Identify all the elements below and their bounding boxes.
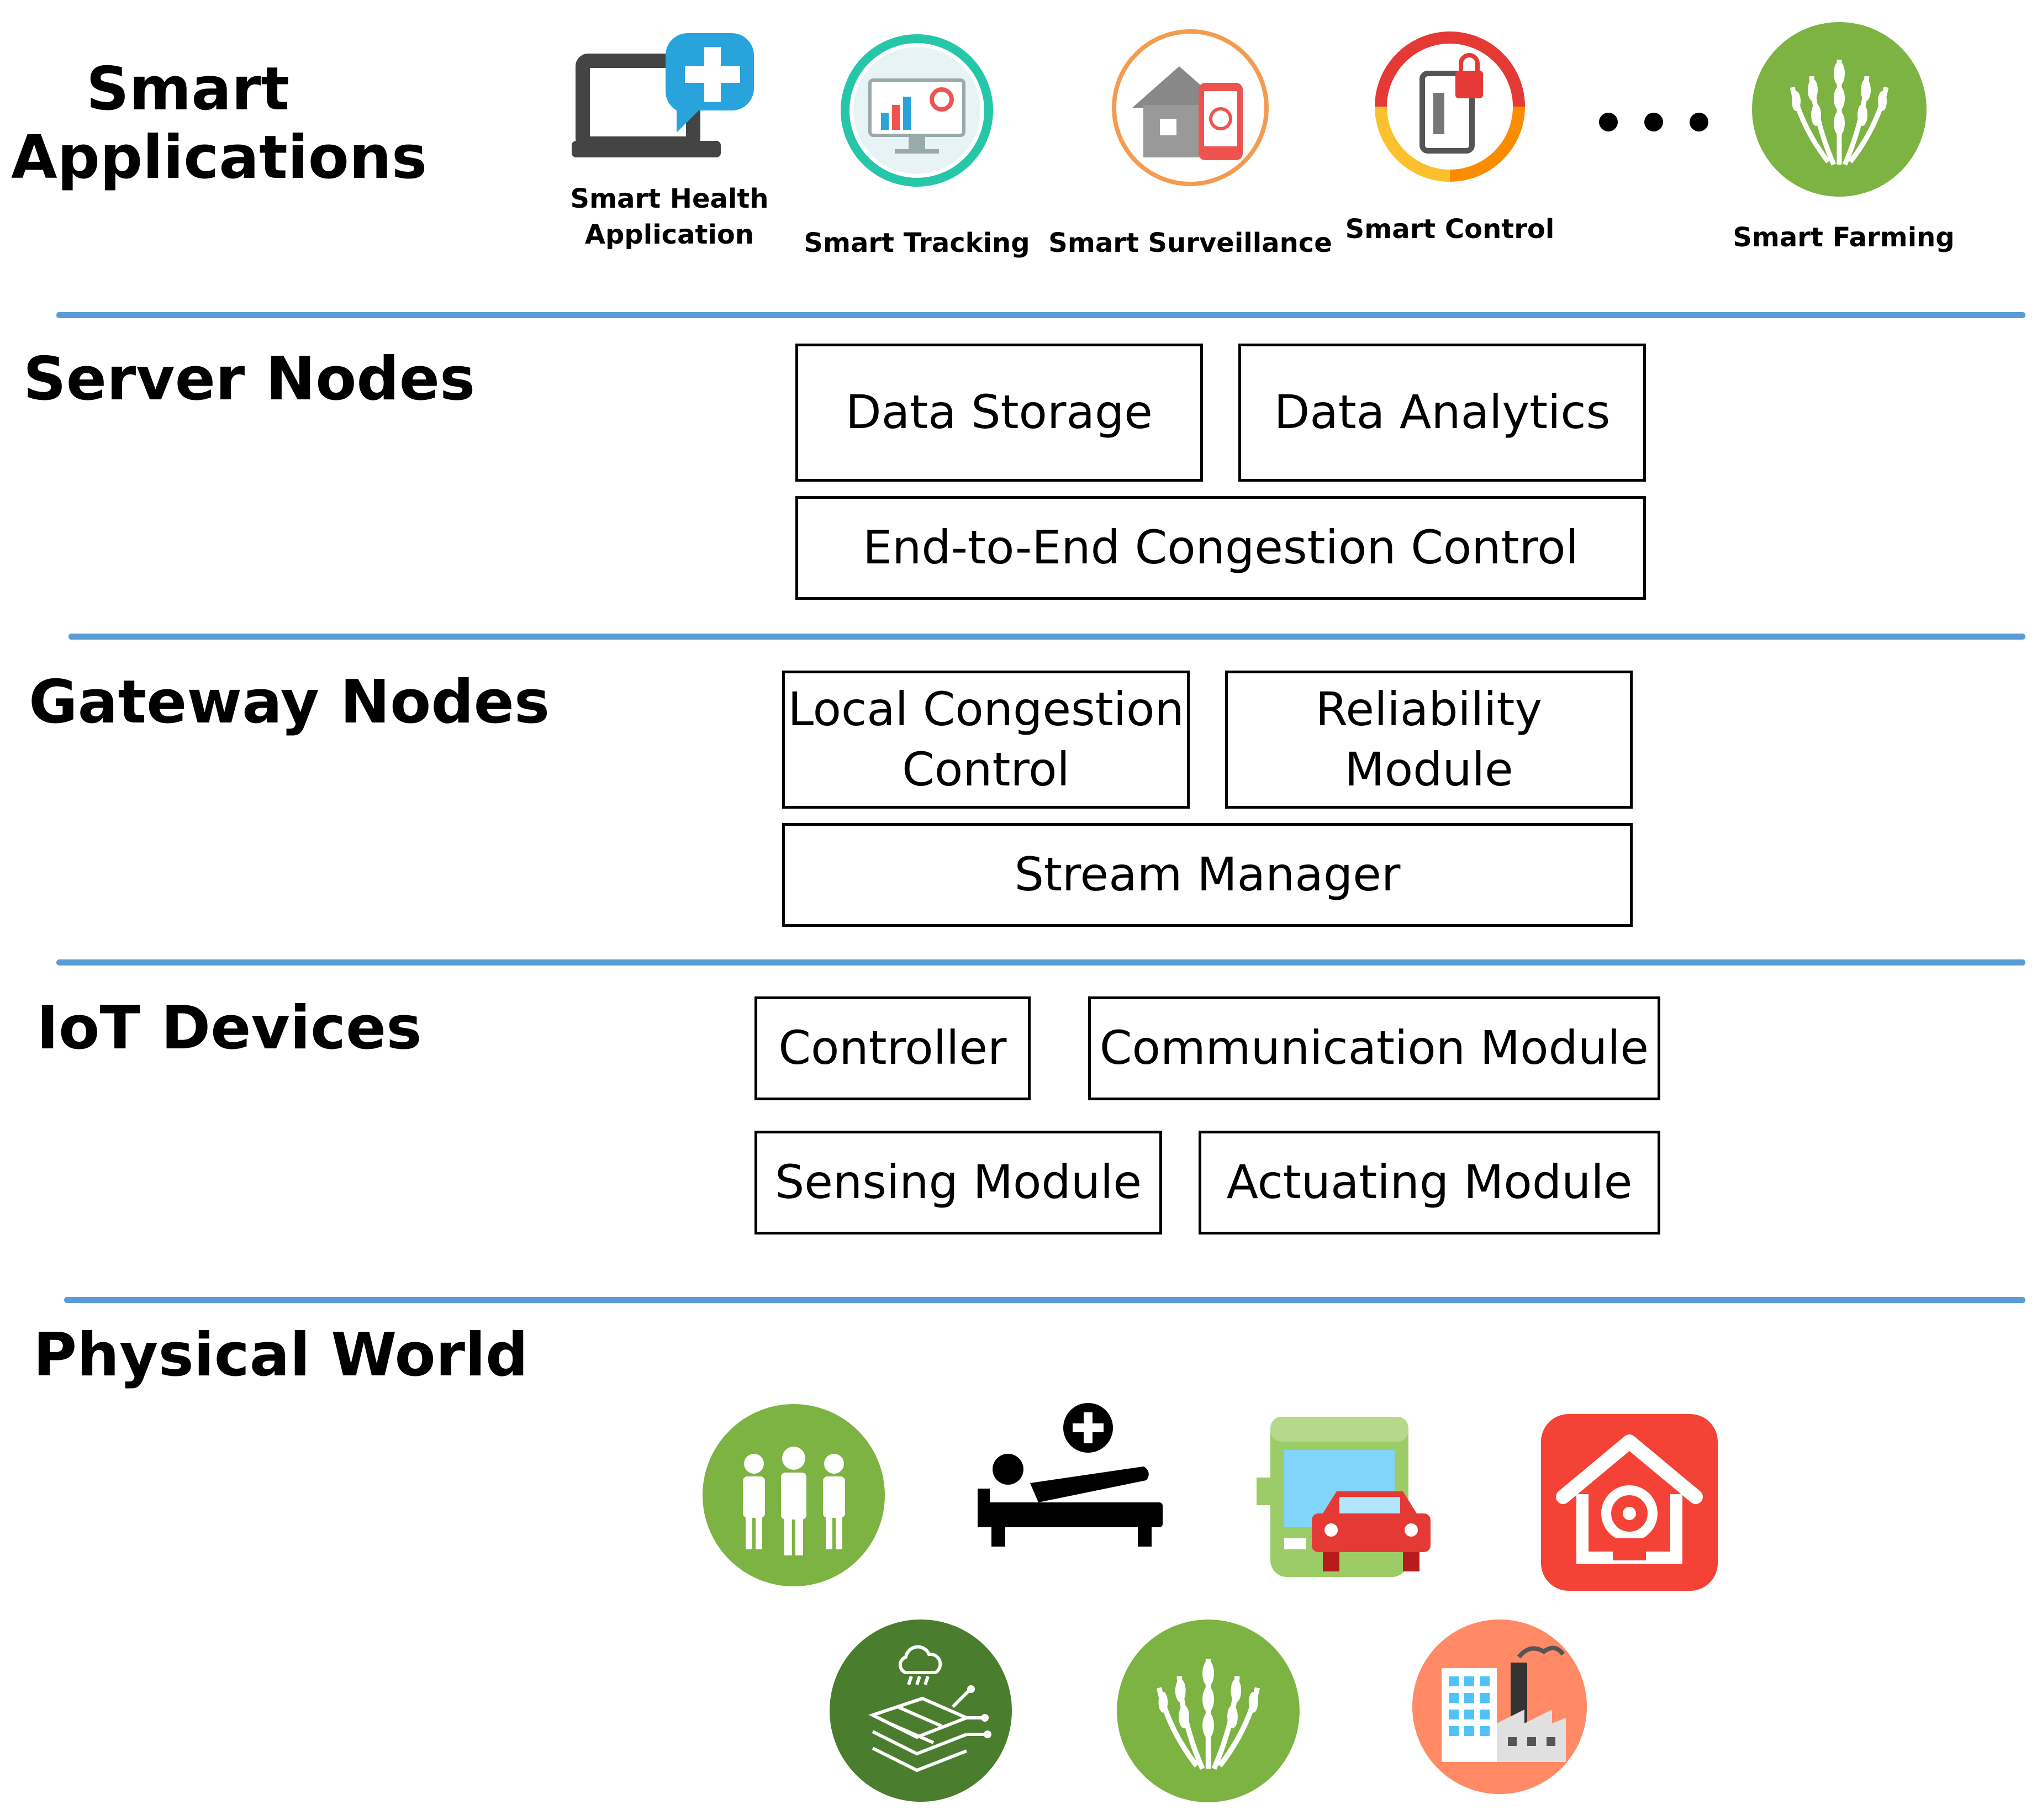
layer-title-server-nodes: Server Nodes bbox=[23, 345, 476, 414]
box-line: Control bbox=[902, 742, 1070, 796]
wheat-icon bbox=[1116, 1618, 1301, 1803]
ellipsis-dot bbox=[1599, 113, 1618, 131]
app-label: Smart Surveillance bbox=[1048, 228, 1332, 259]
app-smart-surveillance: Smart Surveillance bbox=[1048, 225, 1332, 261]
box-data-analytics: Data Analytics bbox=[1238, 344, 1646, 482]
layer-title-physical-world: Physical World bbox=[33, 1321, 529, 1390]
box-local-congestion-control: Local Congestion Control bbox=[782, 671, 1190, 809]
wheat-icon bbox=[1751, 21, 1928, 198]
box-stream-manager: Stream Manager bbox=[782, 823, 1633, 927]
ellipsis-dot bbox=[1690, 113, 1708, 131]
box-reliability-module: Reliability Module bbox=[1225, 671, 1633, 809]
box-line: Reliability bbox=[1315, 682, 1543, 736]
app-label: Smart Tracking bbox=[804, 228, 1030, 259]
app-label: Application bbox=[584, 219, 754, 250]
monitor-dashboard-icon bbox=[837, 30, 997, 191]
smart-lock-icon bbox=[1364, 21, 1535, 192]
app-smart-farming: Smart Farming bbox=[1717, 220, 1971, 256]
layer-divider bbox=[68, 634, 2025, 640]
ellipsis-dot bbox=[1644, 113, 1663, 131]
app-smart-health: Smart Health Application bbox=[542, 181, 796, 253]
app-label: Smart Health bbox=[570, 183, 769, 214]
smart-field-icon bbox=[828, 1618, 1014, 1803]
factory-icon bbox=[1411, 1618, 1588, 1795]
box-communication-module: Communication Module bbox=[1088, 996, 1660, 1100]
layer-title-iot-devices: IoT Devices bbox=[36, 994, 422, 1063]
layer-divider bbox=[56, 959, 2025, 966]
patient-bed-icon bbox=[978, 1400, 1165, 1566]
app-smart-control: Smart Control bbox=[1323, 212, 1577, 247]
box-actuating-module: Actuating Module bbox=[1199, 1131, 1660, 1235]
laptop-medical-icon bbox=[572, 22, 759, 166]
layer-title-smart-applications: Smart Applications bbox=[11, 55, 428, 193]
bus-car-icon bbox=[1254, 1417, 1436, 1599]
app-smart-tracking: Smart Tracking bbox=[790, 225, 1044, 261]
layer-title-line: Smart bbox=[86, 55, 290, 124]
smart-home-icon bbox=[1541, 1414, 1718, 1591]
layer-title-line: Applications bbox=[11, 123, 428, 193]
more-ellipsis bbox=[1599, 113, 1708, 131]
layer-divider bbox=[64, 1297, 2025, 1303]
box-end-to-end-congestion-control: End-to-End Congestion Control bbox=[795, 496, 1646, 600]
house-phone-icon bbox=[1107, 25, 1273, 191]
app-label: Smart Control bbox=[1345, 214, 1555, 245]
box-line: Module bbox=[1344, 742, 1513, 796]
layer-divider bbox=[56, 312, 2025, 318]
app-label: Smart Farming bbox=[1733, 222, 1955, 253]
layer-title-gateway-nodes: Gateway Nodes bbox=[29, 668, 550, 737]
box-controller: Controller bbox=[754, 996, 1031, 1100]
box-line: Local Congestion bbox=[788, 682, 1184, 736]
box-data-storage: Data Storage bbox=[795, 344, 1203, 482]
people-icon bbox=[701, 1403, 886, 1588]
box-sensing-module: Sensing Module bbox=[754, 1131, 1162, 1235]
